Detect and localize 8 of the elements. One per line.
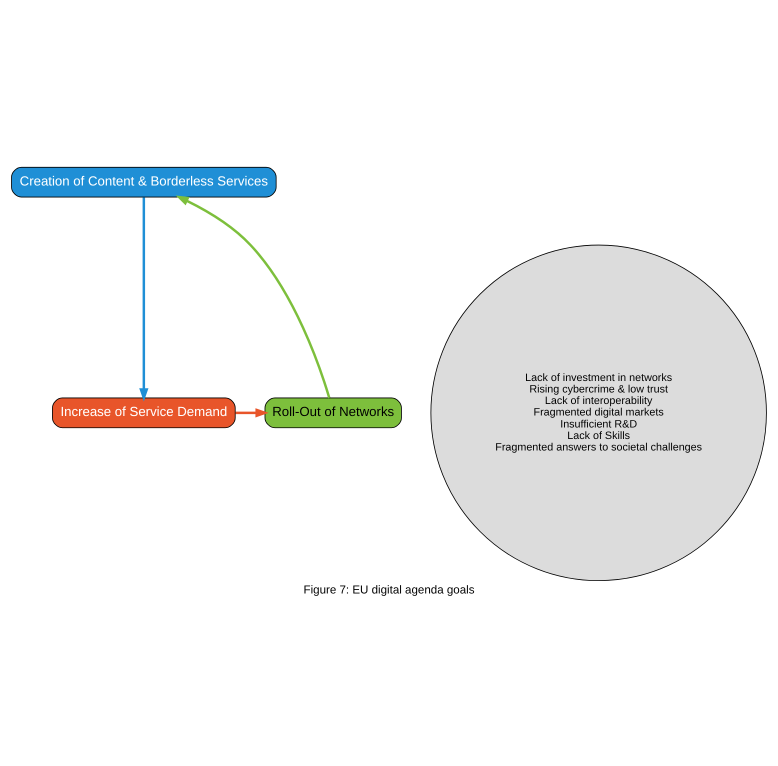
node-box: Increase of Service Demand xyxy=(52,397,236,428)
arrow xyxy=(176,194,330,398)
node-circle: Lack of investment in networks Rising cybercrime & low trust Lack of interoperability Fragmented digital markets Insufficient R&D Lack of Skills Fragmented answers to societal challenges xyxy=(430,244,767,581)
caption: Figure 7: EU digital agenda goals xyxy=(304,584,474,596)
node-box: Roll-Out of Networks xyxy=(264,397,402,428)
arrow xyxy=(139,196,148,401)
arrow xyxy=(236,408,269,417)
node-box: Creation of Content & Borderless Services xyxy=(11,166,277,197)
